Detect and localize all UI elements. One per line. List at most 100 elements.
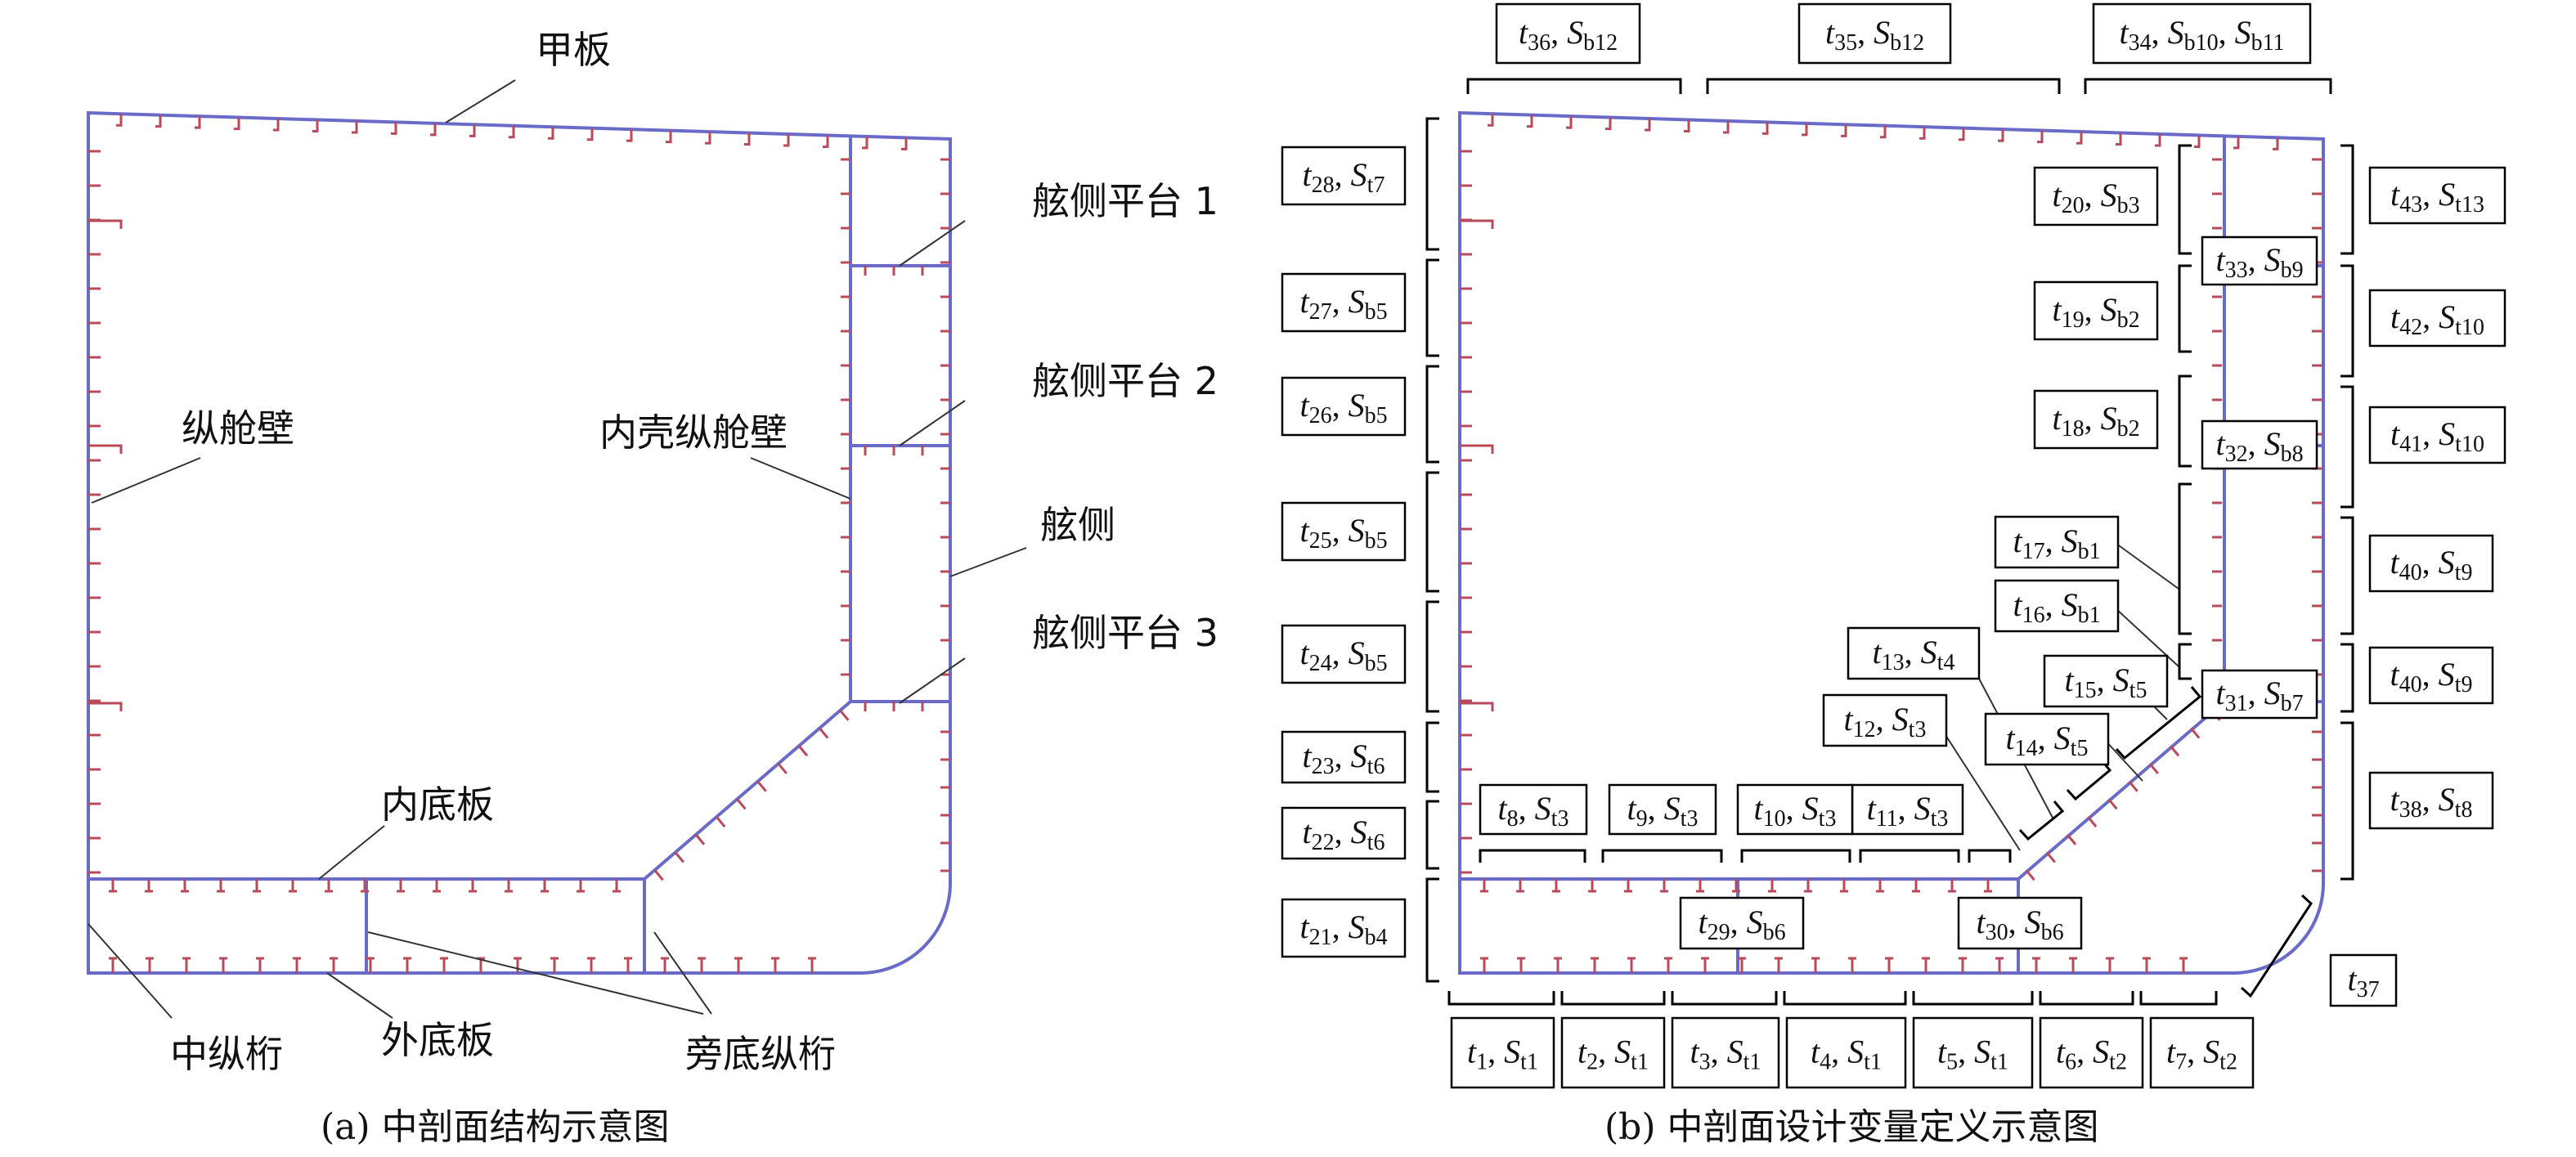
- variable-symbol: ,: [1335, 814, 1351, 850]
- variable-subscript: 14: [2015, 736, 2038, 761]
- variable-symbol: ,: [2422, 656, 2439, 693]
- variable-subscript: b6: [2041, 920, 2064, 945]
- variable-label: t42, St10: [2390, 298, 2484, 340]
- variable-box-frame: [2368, 771, 2494, 830]
- variable-label: t40, St9: [2390, 544, 2473, 585]
- variable-subscript: t6: [1367, 754, 1385, 779]
- variable-symbol: t: [1825, 14, 1835, 51]
- variable-subscript: b2: [2117, 416, 2140, 442]
- variable-box-frame: [1797, 2, 1952, 65]
- variable-symbol: t: [2390, 298, 2400, 335]
- variable-label: t17, Sb1: [2013, 522, 2100, 564]
- design-variable-box: t33, Sb9: [2201, 235, 2318, 286]
- variable-symbol: ,: [1332, 635, 1349, 671]
- variable-symbol: ,: [1898, 790, 1914, 827]
- variable-box-frame: [2329, 953, 2398, 1007]
- center-girder-label: 中纵桁: [170, 1032, 283, 1076]
- design-variable-box: t26, Sb5: [1281, 376, 1407, 437]
- labels-a: 甲板 舷侧平台 1 舷侧平台 2 纵舱壁 内壳纵舱壁 舷侧 舷侧平台 3 内底板…: [170, 28, 1218, 1076]
- variable-symbol: ,: [2422, 544, 2439, 581]
- design-variable-box: t18, Sb2: [2033, 389, 2159, 450]
- variable-subscript: t7: [1367, 173, 1385, 198]
- design-variable-box: t11, St3: [1851, 783, 1964, 836]
- design-variable-box: t13, St4: [1847, 626, 1981, 680]
- variable-symbol: t: [2052, 291, 2062, 328]
- variable-subscript: t6: [1367, 830, 1385, 855]
- variable-subscript: b7: [2281, 691, 2304, 716]
- variable-subscript: b1: [2078, 603, 2101, 628]
- inner-shell-bulkhead-label: 内壳纵舱壁: [599, 410, 788, 455]
- design-variable-box: t3, St1: [1671, 1016, 1780, 1089]
- variable-box-frame: [1560, 1016, 1666, 1089]
- variable-box-frame: [1994, 579, 2120, 633]
- variable-box-frame: [1450, 1016, 1555, 1089]
- variable-label: t36, Sb12: [1519, 14, 1618, 56]
- variable-symbol: S: [2439, 781, 2455, 818]
- variable-symbol: t: [2119, 14, 2129, 51]
- variable-symbol: S: [2235, 14, 2251, 51]
- design-variable-box: t4, St1: [1785, 1016, 1907, 1089]
- variable-symbol: ,: [1335, 156, 1351, 193]
- variable-box-frame: [2092, 2, 2312, 65]
- variable-subscript: 4: [1820, 1050, 1831, 1075]
- variable-box-frame: [1608, 783, 1717, 836]
- variable-subscript: 2: [1586, 1050, 1598, 1075]
- variable-symbol: ,: [1519, 790, 1535, 827]
- variable-subscript: t1: [1520, 1050, 1538, 1075]
- variable-label: t28, St7: [1303, 156, 1385, 198]
- variable-symbol: t: [2056, 1034, 2066, 1070]
- variable-symbol: t: [1299, 283, 1309, 320]
- variable-symbol: ,: [2422, 415, 2439, 452]
- variable-box-frame: [1479, 783, 1588, 836]
- variable-subscript: t9: [2455, 560, 2473, 585]
- variable-symbol: t: [2006, 720, 2016, 756]
- variable-symbol: ,: [2076, 1034, 2093, 1070]
- variable-subscript: t3: [1551, 806, 1569, 832]
- side-shell-label: 舷侧: [1040, 503, 1115, 547]
- variable-symbol: ,: [1332, 387, 1349, 424]
- variable-symbol: S: [2101, 400, 2117, 437]
- variable-box-frame: [1281, 624, 1407, 684]
- design-variable-box: t19, Sb2: [2033, 280, 2159, 341]
- variable-subscript: 42: [2399, 315, 2422, 340]
- range-brackets: [1425, 78, 2354, 1006]
- design-variable-box: t38, St8: [2368, 771, 2494, 830]
- variable-subscript: t5: [2129, 678, 2147, 703]
- hull-outline-a: [87, 110, 952, 975]
- variable-label: t38, St8: [2390, 781, 2473, 823]
- variable-symbol: ,: [1711, 1034, 1727, 1070]
- variable-subscript: 3: [1699, 1050, 1711, 1075]
- variable-subscript: b5: [1365, 403, 1388, 428]
- variable-subscript: 5: [1946, 1050, 1958, 1075]
- variable-label: t40, St9: [2390, 656, 2473, 697]
- variable-box-frame: [1281, 730, 1407, 784]
- variable-symbol: ,: [1958, 1034, 1974, 1070]
- variable-box-frame: [1994, 515, 2120, 569]
- variable-subscript: t3: [1909, 717, 1927, 742]
- variable-subscript: t3: [1819, 806, 1837, 832]
- side-platform-3-label: 舷侧平台 3: [1032, 611, 1218, 655]
- variable-subscript: 23: [1312, 754, 1335, 779]
- variable-label: t1, St1: [1467, 1034, 1538, 1075]
- variable-subscript: 27: [1309, 299, 1332, 325]
- variable-label: t15, St5: [2065, 661, 2147, 703]
- variable-subscript: b8: [2281, 442, 2304, 467]
- variable-label: t2, St1: [1577, 1034, 1649, 1075]
- variable-box-frame: [1281, 898, 1407, 958]
- variable-symbol: ,: [2248, 675, 2264, 711]
- variable-subscript: 6: [2065, 1050, 2076, 1075]
- variable-subscript: b5: [1365, 299, 1388, 325]
- variable-symbol: ,: [2219, 14, 2235, 51]
- variable-subscript: 36: [1528, 30, 1551, 56]
- variable-box-frame: [1495, 2, 1641, 65]
- variable-symbol: S: [2439, 176, 2455, 213]
- variable-subscript: b4: [1365, 925, 1388, 950]
- caption-a: (a) 中剖面结构示意图: [321, 1106, 670, 1148]
- variable-subscript: b3: [2117, 193, 2140, 218]
- variable-subscript: 30: [1986, 920, 2008, 945]
- variable-symbol: t: [1867, 790, 1877, 827]
- variable-symbol: ,: [1332, 283, 1349, 320]
- variable-box-frame: [2368, 166, 2506, 225]
- variable-box-frame: [1671, 1016, 1780, 1089]
